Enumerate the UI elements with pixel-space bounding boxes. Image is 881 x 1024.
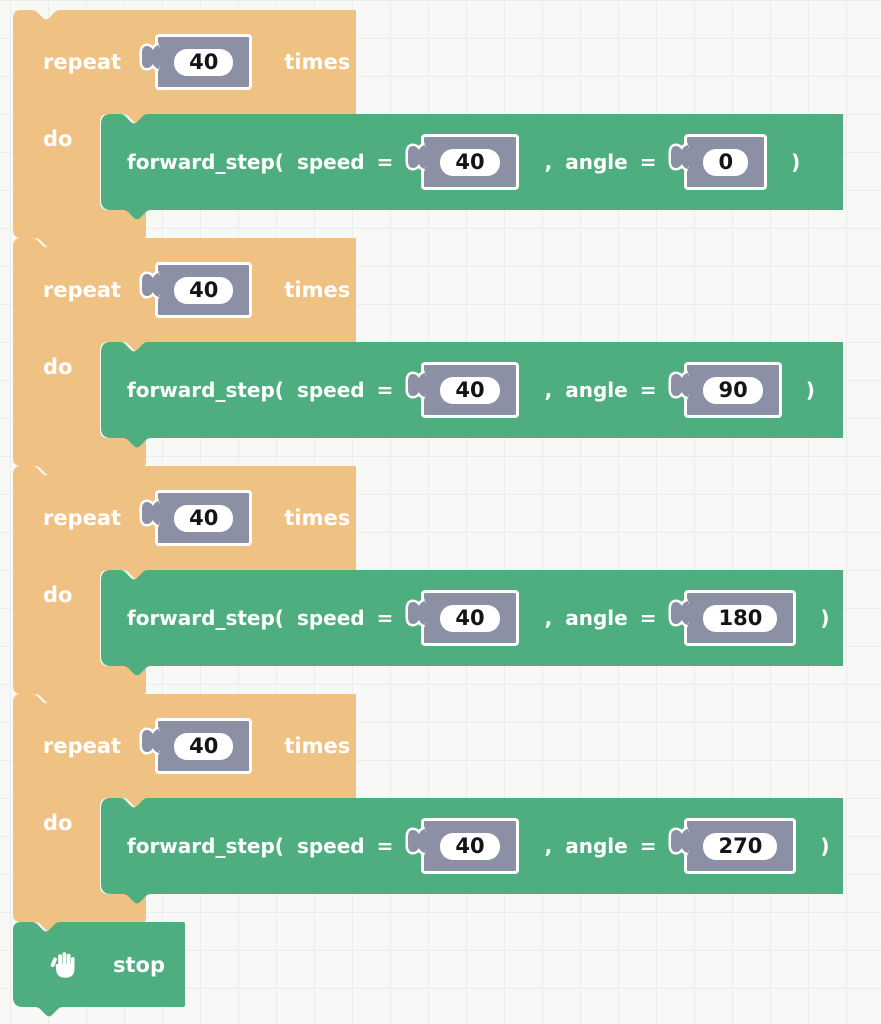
repeat-block[interactable]: repeat 40 times do forward_step( speed =… bbox=[13, 466, 873, 706]
puzzle-tab-icon bbox=[407, 143, 425, 175]
function-label: forward_step( bbox=[127, 378, 284, 402]
puzzle-tab-icon bbox=[407, 371, 425, 403]
angle-param-label: angle bbox=[565, 834, 628, 858]
times-label: times bbox=[284, 506, 351, 530]
equals-sign: = bbox=[376, 606, 394, 630]
speed-param-label: speed bbox=[296, 606, 365, 630]
forward-step-content: forward_step( speed = 40 , angle = 180 ) bbox=[101, 570, 829, 666]
repeat-count-field[interactable]: 40 bbox=[174, 48, 234, 76]
do-label: do bbox=[43, 355, 73, 379]
forward-step-block[interactable]: forward_step( speed = 40 , angle = 90 ) bbox=[101, 342, 844, 448]
function-label: forward_step( bbox=[127, 606, 284, 630]
repeat-count-field[interactable]: 40 bbox=[174, 276, 234, 304]
close-paren: ) bbox=[791, 150, 801, 174]
angle-value-field[interactable]: 90 bbox=[703, 376, 763, 404]
equals-sign: = bbox=[639, 834, 657, 858]
puzzle-tab-icon bbox=[407, 827, 425, 859]
angle-param-label: angle bbox=[565, 606, 628, 630]
speed-value-block[interactable]: 40 bbox=[421, 134, 519, 190]
puzzle-tab-icon bbox=[141, 271, 159, 303]
times-label: times bbox=[284, 278, 351, 302]
hand-icon bbox=[50, 952, 75, 978]
repeat-label: repeat bbox=[43, 734, 122, 758]
angle-value-block[interactable]: 270 bbox=[684, 818, 797, 874]
puzzle-tab-icon bbox=[141, 43, 159, 75]
forward-step-block[interactable]: forward_step( speed = 40 , angle = 0 ) bbox=[101, 114, 844, 220]
angle-value-field[interactable]: 0 bbox=[703, 148, 749, 176]
repeat-label: repeat bbox=[43, 50, 122, 74]
repeat-count-field[interactable]: 40 bbox=[174, 732, 234, 760]
puzzle-tab-icon bbox=[141, 499, 159, 531]
speed-param-label: speed bbox=[296, 150, 365, 174]
stop-block-content: stop bbox=[13, 922, 165, 1007]
speed-value-field[interactable]: 40 bbox=[440, 376, 500, 404]
speed-value-field[interactable]: 40 bbox=[440, 832, 500, 860]
function-label: forward_step( bbox=[127, 834, 284, 858]
comma: , bbox=[544, 378, 553, 402]
equals-sign: = bbox=[639, 150, 657, 174]
comma: , bbox=[544, 150, 553, 174]
angle-param-label: angle bbox=[565, 378, 628, 402]
puzzle-tab-icon bbox=[407, 599, 425, 631]
repeat-header: repeat 40 times bbox=[13, 466, 356, 570]
stop-label: stop bbox=[113, 952, 165, 977]
repeat-count-block[interactable]: 40 bbox=[155, 262, 253, 318]
repeat-count-block[interactable]: 40 bbox=[155, 718, 253, 774]
do-label: do bbox=[43, 127, 73, 151]
forward-step-content: forward_step( speed = 40 , angle = 0 ) bbox=[101, 114, 800, 210]
forward-step-block[interactable]: forward_step( speed = 40 , angle = 180 ) bbox=[101, 570, 844, 676]
times-label: times bbox=[284, 734, 351, 758]
repeat-block[interactable]: repeat 40 times do forward_step( speed =… bbox=[13, 10, 873, 250]
speed-value-field[interactable]: 40 bbox=[440, 148, 500, 176]
do-label: do bbox=[43, 811, 73, 835]
speed-value-field[interactable]: 40 bbox=[440, 604, 500, 632]
function-label: forward_step( bbox=[127, 150, 284, 174]
repeat-count-block[interactable]: 40 bbox=[155, 490, 253, 546]
repeat-label: repeat bbox=[43, 278, 122, 302]
angle-param-label: angle bbox=[565, 150, 628, 174]
speed-param-label: speed bbox=[296, 834, 365, 858]
puzzle-tab-icon bbox=[670, 599, 688, 631]
speed-param-label: speed bbox=[296, 378, 365, 402]
forward-step-content: forward_step( speed = 40 , angle = 90 ) bbox=[101, 342, 815, 438]
close-paren: ) bbox=[805, 378, 815, 402]
comma: , bbox=[544, 834, 553, 858]
close-paren: ) bbox=[820, 606, 830, 630]
angle-value-field[interactable]: 270 bbox=[703, 832, 778, 860]
times-label: times bbox=[284, 50, 351, 74]
angle-value-field[interactable]: 180 bbox=[703, 604, 778, 632]
repeat-header: repeat 40 times bbox=[13, 10, 356, 114]
equals-sign: = bbox=[376, 378, 394, 402]
speed-value-block[interactable]: 40 bbox=[421, 362, 519, 418]
puzzle-tab-icon bbox=[141, 727, 159, 759]
puzzle-tab-icon bbox=[670, 143, 688, 175]
equals-sign: = bbox=[376, 834, 394, 858]
angle-value-block[interactable]: 180 bbox=[684, 590, 797, 646]
speed-value-block[interactable]: 40 bbox=[421, 590, 519, 646]
angle-value-block[interactable]: 90 bbox=[684, 362, 782, 418]
close-paren: ) bbox=[820, 834, 830, 858]
speed-value-block[interactable]: 40 bbox=[421, 818, 519, 874]
repeat-header: repeat 40 times bbox=[13, 238, 356, 342]
stop-block[interactable]: stop bbox=[13, 922, 193, 1017]
repeat-count-field[interactable]: 40 bbox=[174, 504, 234, 532]
forward-step-content: forward_step( speed = 40 , angle = 270 ) bbox=[101, 798, 829, 894]
repeat-header: repeat 40 times bbox=[13, 694, 356, 798]
puzzle-tab-icon bbox=[670, 371, 688, 403]
equals-sign: = bbox=[376, 150, 394, 174]
do-label: do bbox=[43, 583, 73, 607]
repeat-block[interactable]: repeat 40 times do forward_step( speed =… bbox=[13, 238, 873, 478]
repeat-block[interactable]: repeat 40 times do forward_step( speed =… bbox=[13, 694, 873, 934]
angle-value-block[interactable]: 0 bbox=[684, 134, 768, 190]
equals-sign: = bbox=[639, 606, 657, 630]
comma: , bbox=[544, 606, 553, 630]
equals-sign: = bbox=[639, 378, 657, 402]
forward-step-block[interactable]: forward_step( speed = 40 , angle = 270 ) bbox=[101, 798, 844, 904]
puzzle-tab-icon bbox=[670, 827, 688, 859]
repeat-count-block[interactable]: 40 bbox=[155, 34, 253, 90]
repeat-label: repeat bbox=[43, 506, 122, 530]
